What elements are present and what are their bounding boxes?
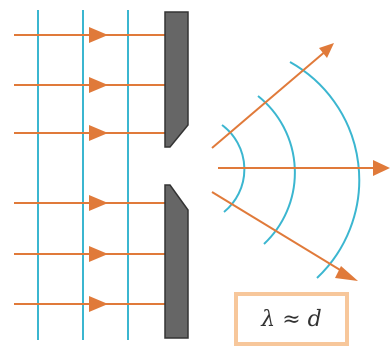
diffracted-wavefronts bbox=[221, 61, 361, 279]
lower-barrier bbox=[164, 184, 189, 339]
arrowhead-icon bbox=[319, 43, 334, 58]
formula-box: λ ≈ d bbox=[234, 292, 349, 346]
incident-arrowheads bbox=[89, 27, 108, 312]
arrowhead-icon bbox=[89, 125, 108, 141]
wavelength-formula: λ ≈ d bbox=[261, 306, 322, 332]
arrowhead-icon bbox=[89, 77, 108, 93]
arrowhead-icon bbox=[373, 160, 390, 176]
diffracted-arrowheads bbox=[319, 43, 390, 281]
arrowhead-icon bbox=[335, 266, 358, 281]
arrowhead-icon bbox=[89, 246, 108, 262]
upper-barrier bbox=[164, 11, 189, 148]
incident-rays bbox=[14, 34, 165, 305]
incident-wavefronts bbox=[37, 10, 129, 340]
circular-wavefront bbox=[257, 95, 296, 245]
arrowhead-icon bbox=[89, 296, 108, 312]
diffracted-rays bbox=[211, 49, 380, 277]
ray-arrow-up bbox=[211, 49, 328, 149]
circular-wavefront bbox=[289, 61, 361, 279]
arrowhead-icon bbox=[89, 27, 108, 43]
ray-arrow-down bbox=[211, 191, 351, 277]
arrowhead-icon bbox=[89, 195, 108, 211]
slit-barrier bbox=[164, 11, 189, 339]
